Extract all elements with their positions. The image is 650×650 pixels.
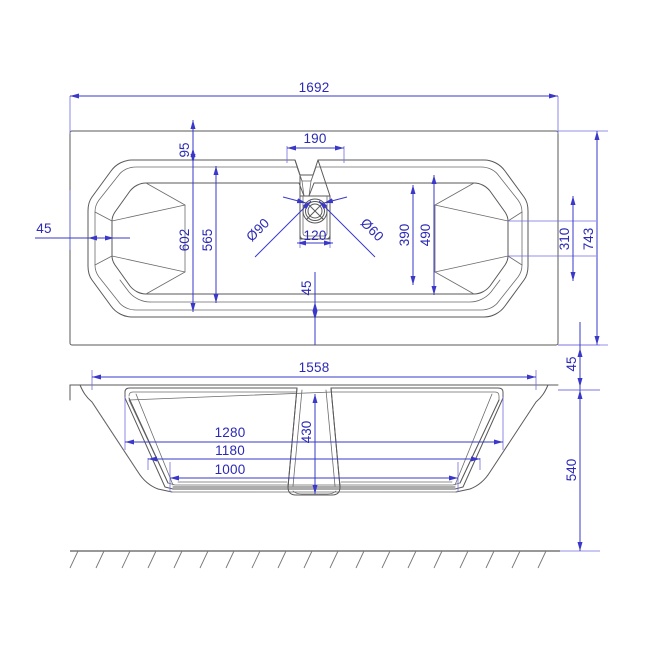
dim-490: 490 xyxy=(418,175,437,295)
dim-120: 120 xyxy=(297,228,333,248)
dim-45-right: 45 xyxy=(558,322,600,413)
dim-45-bottom: 45 xyxy=(299,272,318,345)
front-view-outline xyxy=(69,384,559,496)
dim-label-540: 540 xyxy=(564,459,579,482)
top-view-bowl xyxy=(87,159,529,318)
dim-label-1280: 1280 xyxy=(215,425,246,440)
dim-602: 602 xyxy=(177,148,196,312)
dim-label-565: 565 xyxy=(200,229,215,252)
dim-label-120: 120 xyxy=(303,228,326,243)
dim-label-45-right: 45 xyxy=(564,356,579,371)
drain-leader-arrows xyxy=(282,196,348,204)
dim-label-1558: 1558 xyxy=(299,360,330,375)
dim-label-390: 390 xyxy=(397,224,412,247)
dim-95: 95 xyxy=(177,120,196,163)
dim-label-d90: Ø90 xyxy=(243,215,272,244)
dim-label-190: 190 xyxy=(303,131,326,146)
dim-1280: 1280 xyxy=(124,397,504,450)
ground-line xyxy=(69,550,560,569)
dim-label-1180: 1180 xyxy=(215,443,245,458)
dim-label-430: 430 xyxy=(299,421,314,444)
dim-label-45-left: 45 xyxy=(36,221,51,236)
dim-label-d60: Ø60 xyxy=(358,215,387,244)
dim-430: 430 xyxy=(299,394,318,494)
dim-1558: 1558 xyxy=(91,360,537,390)
dim-d60: Ø60 xyxy=(318,200,387,258)
dim-390: 390 xyxy=(397,185,416,285)
dim-d90: Ø90 xyxy=(243,200,312,258)
dim-1692: 1692 xyxy=(69,80,559,134)
dim-label-45-bottom: 45 xyxy=(299,280,314,295)
dim-1180: 1180 xyxy=(147,443,481,470)
dim-label-490: 490 xyxy=(418,224,433,247)
dim-190: 190 xyxy=(286,131,345,163)
dim-label-602: 602 xyxy=(177,229,192,252)
dim-565: 565 xyxy=(200,166,219,303)
dim-label-1000: 1000 xyxy=(215,462,246,477)
dim-310: 310 xyxy=(508,196,596,281)
dim-45-left: 45 xyxy=(35,190,130,250)
dim-label-743: 743 xyxy=(581,228,596,251)
dim-label-1692: 1692 xyxy=(299,80,330,95)
dim-label-310: 310 xyxy=(557,228,572,251)
dim-540: 540 xyxy=(558,389,600,552)
dim-label-95: 95 xyxy=(177,142,192,157)
